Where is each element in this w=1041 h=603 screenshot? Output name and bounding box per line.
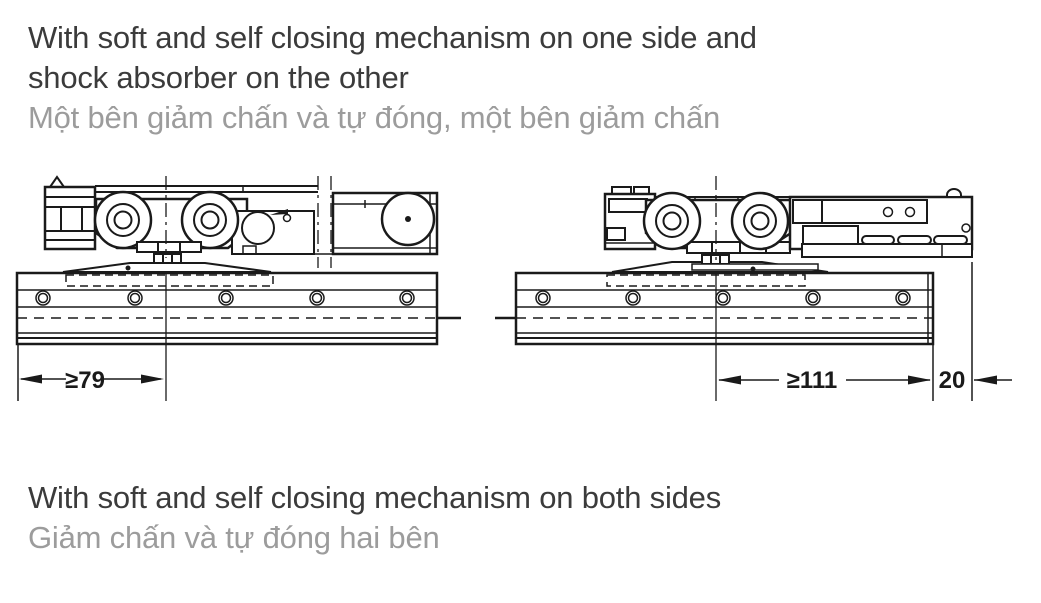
- section-title-both-sides: With soft and self closing mechanism on …: [28, 478, 721, 558]
- left-roller-wheels: [93, 190, 240, 250]
- left-diagram: ≥79: [15, 175, 461, 401]
- right-damper-housing: [788, 188, 974, 258]
- section-title-one-side: With soft and self closing mechanism on …: [28, 18, 757, 138]
- title-en-both-sides: With soft and self closing mechanism on …: [28, 480, 722, 515]
- left-break-lines: [317, 176, 332, 268]
- title-vi-one-side: Một bên giảm chấn và tự đóng, một bên gi…: [28, 100, 721, 135]
- right-roller-wheels: [642, 191, 790, 251]
- left-rail-screw-holes: [35, 290, 415, 306]
- title-vi-both-sides: Giảm chấn và tự đóng hai bên: [28, 520, 440, 555]
- left-shock-absorber: [331, 191, 439, 256]
- right-rail: [495, 271, 935, 346]
- right-dimensions: ≥111 20: [718, 262, 1012, 401]
- title-en-line1: With soft and self closing mechanism on …: [28, 20, 757, 55]
- right-rail-screw-holes: [535, 290, 911, 306]
- left-clamp-plate: [62, 262, 272, 273]
- technical-drawing: ≥79: [15, 175, 1012, 401]
- left-end-bracket: [43, 175, 97, 251]
- right-suspension-bolt: [691, 254, 819, 272]
- left-dimension: ≥79: [17, 345, 164, 401]
- right-diagram: ≥111 20: [495, 176, 1012, 401]
- dimension-label-20: 20: [939, 367, 966, 394]
- title-en-line2: shock absorber on the other: [28, 60, 409, 95]
- dimension-label-min-79: ≥79: [65, 367, 105, 394]
- dimension-label-min-111: ≥111: [787, 367, 838, 394]
- left-rail: [15, 271, 461, 346]
